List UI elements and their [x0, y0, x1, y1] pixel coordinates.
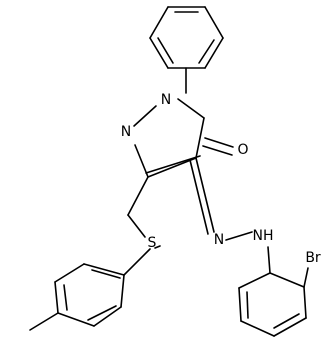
bond-line-30: [87, 305, 117, 321]
bond-line-21: [123, 248, 151, 276]
atom-n-hydrazone: N: [214, 232, 224, 248]
atom-br-substituent: Br: [305, 250, 321, 266]
bond-line-18: [127, 176, 149, 216]
bond-line-17: [202, 145, 233, 156]
bond-line-25: [54, 281, 59, 314]
bond-line-13: [134, 144, 149, 178]
bond-line-37: [303, 286, 307, 319]
bond-line-16: [204, 137, 234, 148]
bond-line-2: [204, 37, 224, 69]
atom-n-ring-lower: N: [121, 124, 131, 140]
bond-line-23: [93, 306, 122, 327]
bond-line-14: [133, 105, 157, 127]
atom-n-ring-upper: N: [161, 92, 171, 108]
atom-nh-hydrazone: NH: [253, 228, 274, 244]
bond-line-29: [63, 284, 68, 311]
bond-line-36: [269, 272, 305, 288]
bond-line-43: [273, 313, 300, 329]
bond-layer: [29, 6, 309, 337]
bond-line-42: [246, 291, 249, 319]
bond-line-11: [195, 117, 205, 159]
bond-line-41: [238, 272, 271, 289]
bond-line-33: [189, 159, 209, 235]
bond-line-22: [120, 274, 125, 308]
bond-line-31: [29, 312, 59, 331]
atom-s-thioether: S: [148, 235, 157, 251]
bond-line-34: [225, 231, 253, 241]
bond-line-4: [149, 37, 169, 69]
bond-line-19: [127, 214, 146, 238]
bond-line-15: [145, 155, 201, 174]
bond-line-5: [149, 6, 169, 39]
bond-line-1: [204, 6, 224, 39]
bond-line-27: [83, 263, 125, 276]
bond-line-40: [238, 287, 242, 322]
bond-line-24: [57, 312, 95, 327]
bond-line-35: [267, 246, 271, 274]
bond-line-20: [154, 245, 161, 249]
bond-line-32: [195, 157, 215, 233]
bond-line-26: [54, 263, 85, 283]
bond-line-28: [91, 269, 121, 279]
bond-line-8: [157, 37, 174, 64]
bond-line-44: [303, 267, 309, 288]
bond-line-38: [273, 317, 307, 337]
atom-o-carbonyl: O: [237, 142, 248, 158]
bond-line-7: [198, 39, 215, 64]
bond-line-39: [240, 320, 275, 337]
bond-line-10: [177, 98, 205, 119]
bond-line-12: [147, 157, 197, 178]
